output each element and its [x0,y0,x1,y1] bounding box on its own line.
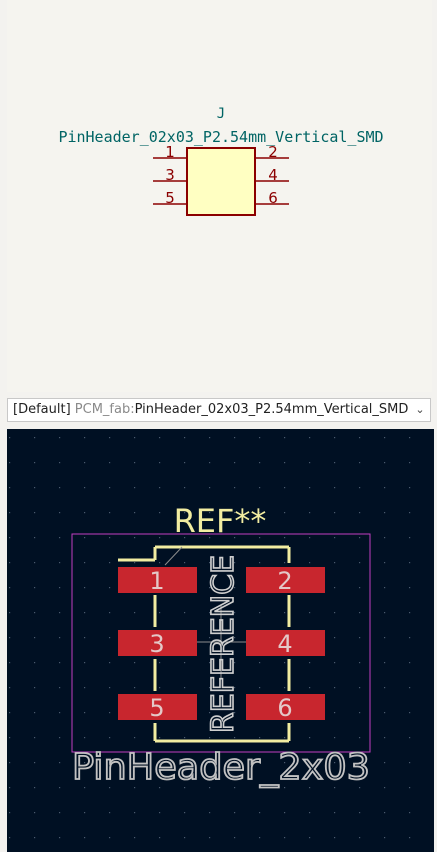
footprint-reference-text: REFERENCE [206,555,241,733]
pad-number-1: 1 [149,567,164,595]
pin-number-6: 6 [268,189,278,207]
symbol-body [186,147,256,216]
pad-5 [118,694,197,720]
pin-number-1: 1 [165,143,175,161]
footprint-canvas: REF** 1 3 5 2 4 6 REFERENCE PinHeader_2x… [7,429,434,852]
pin-number-3: 3 [165,166,175,184]
pads [118,567,325,720]
pin-number-4: 4 [268,166,278,184]
selector-footprint-name: PinHeader_02x03_P2.54mm_Vertical_SMD [134,402,409,417]
pad-3 [118,630,197,656]
pad-number-6: 6 [277,694,292,722]
symbol-value: PinHeader_02x03_P2.54mm_Vertical_SMD [58,128,383,146]
pad-number-5: 5 [149,694,164,722]
pin-number-2: 2 [268,143,278,161]
pad-number-4: 4 [277,630,292,658]
pad-number-3: 3 [149,630,164,658]
symbol-reference: J [217,106,225,122]
pad-4 [246,630,325,656]
pad-1 [118,567,197,593]
footprint-preview-panel: REF** 1 3 5 2 4 6 REFERENCE PinHeader_2x… [7,429,434,852]
pad-2 [246,567,325,593]
pin-number-5: 5 [165,189,175,207]
silkscreen-outline [118,545,291,743]
footprint-selector-dropdown[interactable]: [Default] PCM_fab:PinHeader_02x03_P2.54m… [7,398,431,422]
courtyard-outline [71,533,371,753]
symbol-pins [153,157,289,205]
symbol-canvas: J PinHeader_02x03_P2.54mm_Vertical_SMD 1… [58,106,384,216]
footprint-ref-text: REF** [174,502,267,540]
pad-6 [246,694,325,720]
pad-number-2: 2 [277,567,292,595]
selector-library: PCM_fab: [74,402,135,417]
footprint-value-text: PinHeader_2x03 [72,747,370,788]
chevron-down-icon[interactable]: ⌄ [413,399,427,421]
symbol-preview-panel: J PinHeader_02x03_P2.54mm_Vertical_SMD 1… [7,0,432,392]
selector-prefix: [Default] [13,402,71,417]
